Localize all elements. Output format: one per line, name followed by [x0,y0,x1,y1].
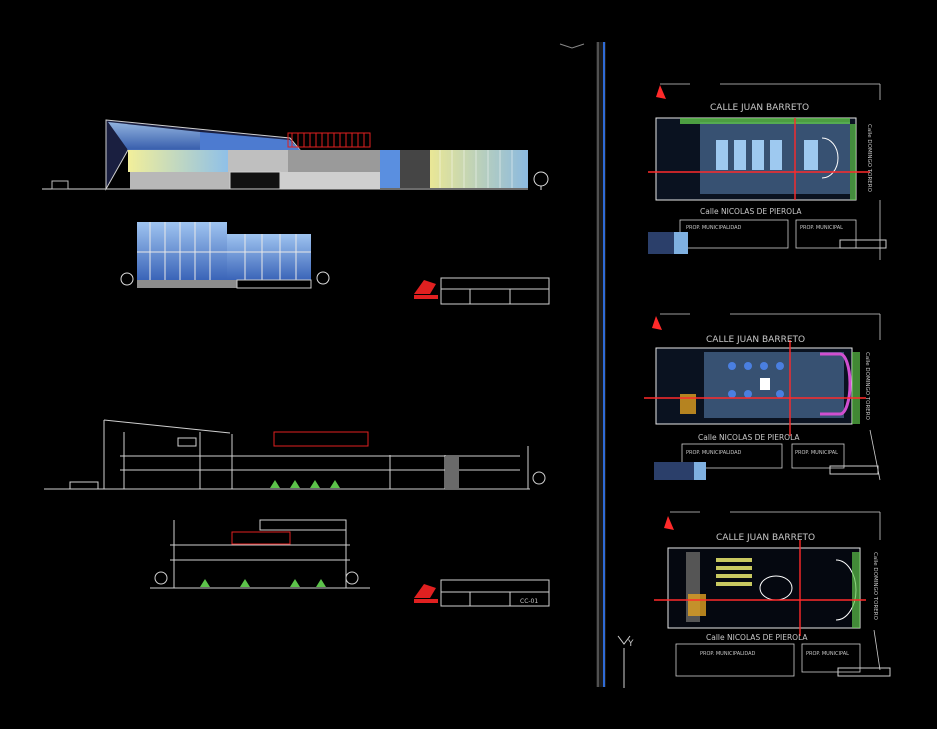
floor-plan-3: CALLE JUAN BARRETO Calle NICOLAS DE PIER… [654,511,891,677]
plan3-neighbor-right: PROP. MUNICIPAL [806,651,849,657]
side-elevation [120,222,330,289]
ucs-axis-icon [617,635,631,688]
plan1-neighbor-right: PROP. MUNICIPAL [800,225,843,231]
plan2-neighbor-left: PROP. MUNICIPALIDAD [686,450,742,456]
front-elevation [42,119,549,191]
plan2-street-top: CALLE JUAN BARRETO [706,335,805,345]
plan2-street-side: Calle DOMINGO TORERO [864,352,870,421]
plan3-street-top: CALLE JUAN BARRETO [716,533,815,543]
plan1-street-top: CALLE JUAN BARRETO [710,103,809,113]
longitudinal-section [44,419,546,490]
floor-plan-2: CALLE JUAN BARRETO Calle NICOLAS DE PIER… [644,313,881,481]
sheet-code: CC-01 [520,598,538,605]
plan3-street-side: Calle DOMINGO TORERO [872,552,878,621]
cross-section [150,519,370,589]
plan2-neighbor-right: PROP. MUNICIPAL [795,450,838,456]
viewport-divider[interactable] [596,42,606,687]
plan3-street-bottom: Calle NICOLAS DE PIEROLA [706,633,808,642]
plan2-street-bottom: Calle NICOLAS DE PIEROLA [698,433,800,442]
north-arrow-icon [559,43,585,49]
title-block-upper [414,277,550,305]
ucs-axis-label: Y [627,639,634,649]
plan3-neighbor-left: PROP. MUNICIPALIDAD [700,651,756,657]
title-block-lower: CC-01 [414,579,550,607]
plan1-neighbor-left: PROP. MUNICIPALIDAD [686,225,742,231]
plan1-street-bottom: Calle NICOLAS DE PIEROLA [700,207,802,216]
floor-plan-1: CALLE JUAN BARRETO Calle NICOLAS DE PIER… [648,83,887,260]
plan1-street-side: Calle DOMINGO TORERO [866,124,872,193]
